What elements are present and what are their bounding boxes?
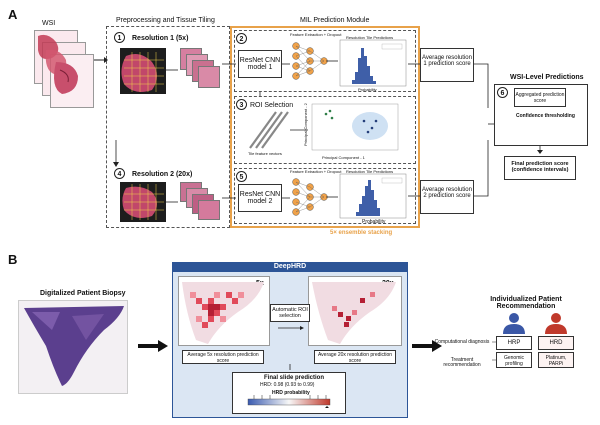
ensemble-label: 5× ensemble stacking <box>330 230 393 236</box>
resolution-1-label: Resolution 1 (5x) <box>132 35 189 42</box>
aggregated-score-box: Aggregated prediction score <box>514 88 566 107</box>
avg-20x-box: Average 20x resolution prediction score <box>314 350 396 364</box>
feature-extraction-label-1: Feature Extraction + Dropout <box>290 32 342 37</box>
pc1-label: Principal Component - 1 <box>322 155 365 160</box>
model-2-box: ResNet CNN model 2 <box>238 184 282 212</box>
wsi-predictions-title: WSI-Level Predictions <box>510 74 584 81</box>
step-6-badge: 6 <box>497 87 508 98</box>
wsi-label: WSI <box>42 20 56 27</box>
panel-letter-a: A <box>8 7 18 22</box>
treatment-recommendation-label: Treatment recommendation <box>443 357 481 368</box>
mil-row-1 <box>234 30 416 92</box>
pc2-label: Principal Component - 2 <box>303 103 308 146</box>
hrd-value: HRD: 0.98 (0.93 to 0.99) <box>260 382 315 388</box>
tiled-slide-20x <box>120 182 166 222</box>
tiled-slide-5x <box>120 48 166 94</box>
final-slide-label: Final slide prediction <box>264 375 325 381</box>
deephrd-header: DeepHRD <box>172 262 408 272</box>
mag-5x-label: 5x <box>256 280 264 287</box>
hist-title-1: Resolution Tile Predictions <box>346 35 394 40</box>
hrd-prob-label: HRD probability <box>272 390 310 396</box>
feature-extraction-label-2: Feature Extraction + Dropout <box>290 169 342 174</box>
tile-image <box>198 200 220 220</box>
mil-title: MIL Prediction Module <box>300 17 370 24</box>
hrp-box: HRP <box>496 336 532 350</box>
hrp-person-icon <box>503 313 525 334</box>
roi-selection-title: ROI Selection <box>250 102 294 109</box>
biopsy-label: Digitalized Patient Biopsy <box>40 290 126 297</box>
mil-module-region <box>230 26 420 228</box>
step-1-badge: 1 <box>114 32 125 43</box>
wsi-slide-3 <box>50 54 94 108</box>
tile-image <box>198 66 220 88</box>
indiv-recommendation-title: Individualized Patient Recommendation <box>490 296 562 310</box>
avg-5x-box: Average 5x resolution prediction score <box>182 350 264 364</box>
panel-letter-b: B <box>8 252 18 267</box>
hist-xlabel-1: Probability <box>358 87 377 92</box>
step-3-badge: 3 <box>236 99 247 110</box>
step-2-badge: 2 <box>236 33 247 44</box>
computational-diagnosis-label: Computational diagnosis <box>434 339 490 345</box>
preprocessing-title: Preprocessing and Tissue Tiling <box>116 17 215 24</box>
final-score-box: Final prediction score (confidence inter… <box>504 156 576 180</box>
preprocessing-region <box>106 26 230 228</box>
platinum-parpi-box: Platinum, PARPi <box>538 352 574 368</box>
avg-res2-box: Average resolution 2 prediction score <box>420 180 474 214</box>
resolution-2-label: Resolution 2 (20x) <box>132 171 193 178</box>
step-4-badge: 4 <box>114 168 125 179</box>
avg-res1-box: Average resolution 1 prediction score <box>420 48 474 82</box>
model-1-box: ResNet CNN model 1 <box>238 50 282 78</box>
genomic-profiling-box: Genomic profiling <box>496 352 532 368</box>
mag-20x-label: 20x <box>382 280 394 287</box>
biopsy-image <box>18 300 128 394</box>
tile-feature-vectors-label: Tile feature vectors <box>248 151 282 156</box>
mil-row-roi <box>234 96 416 164</box>
step-5-badge: 5 <box>236 171 247 182</box>
confidence-threshold-label: Confidence thresholding <box>516 113 575 119</box>
hrd-person-icon <box>545 313 567 334</box>
hist-xlabel-2: Probability <box>362 219 386 225</box>
hrd-box: HRD <box>538 336 574 350</box>
hist-title-2: Resolution Tile Predictions <box>346 169 394 174</box>
auto-roi-box: Automatic ROI selection <box>270 304 310 322</box>
